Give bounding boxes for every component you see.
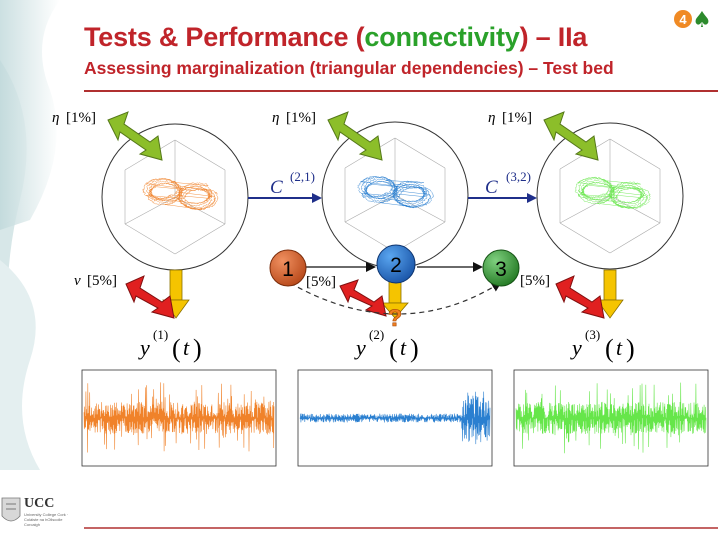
svg-text:[5%]: [5%]: [87, 273, 117, 289]
svg-text:[5%]: [5%]: [520, 273, 550, 289]
attractor-panel-3: [536, 122, 684, 270]
node-2: 2: [376, 244, 416, 284]
node-1: 1: [269, 249, 307, 287]
coupling-index-12: (2,1): [290, 169, 315, 184]
svg-text:[1%]: [1%]: [286, 110, 316, 126]
node-3-label: 3: [495, 258, 507, 281]
obs-noise-3: [5%]: [520, 273, 605, 319]
attractor-panel-1: [101, 123, 249, 271]
background-decoration: [0, 0, 60, 470]
lightning-icon: [555, 275, 605, 319]
svg-text:(1): (1): [153, 327, 168, 342]
timeseries-panel-1: [81, 369, 277, 467]
lightning-icon: [339, 279, 387, 317]
svg-text:y: y: [570, 335, 582, 360]
title-highlight: connectivity: [364, 22, 520, 52]
attractor-panel-2: [321, 121, 469, 269]
page-subtitle: Assessing marginalization (triangular de…: [84, 58, 614, 78]
lightning-icon: [125, 275, 175, 319]
coupling-symbol-12: C: [270, 177, 283, 198]
svg-text:): ): [193, 334, 202, 363]
output-label-3: y (3) ( t ): [570, 327, 635, 363]
ucc-logo-icon: [1, 497, 21, 522]
svg-text:[1%]: [1%]: [502, 110, 532, 126]
attractor-trace-1: [141, 177, 219, 211]
coupling-symbol-32: C: [485, 177, 498, 198]
eta-noise-3: η [1%]: [488, 110, 599, 161]
obs-noise-2: [5%]: [306, 274, 387, 317]
svg-text:): ): [410, 334, 419, 363]
eta-noise-1: η [1%]: [52, 110, 163, 161]
svg-text:(2): (2): [369, 327, 384, 342]
timeseries-trace-3: [515, 382, 707, 454]
svg-text:(3): (3): [585, 327, 600, 342]
svg-text:y: y: [354, 335, 366, 360]
logo-text: UCC: [24, 496, 55, 511]
svg-text:η: η: [272, 110, 279, 126]
lightning-icon: [543, 111, 599, 161]
attractor-trace-2: [357, 176, 435, 209]
node-1-label: 1: [282, 258, 294, 281]
svg-text:[5%]: [5%]: [306, 274, 336, 290]
timeseries-panel-3: [513, 369, 709, 467]
svg-text:): ): [626, 334, 635, 363]
logo-subtext: University College Cork · Coláiste na hO…: [24, 512, 69, 527]
eta-noise-2: η [1%]: [272, 110, 383, 161]
marginal-link: [289, 281, 502, 315]
timeseries-trace-2: [299, 391, 491, 445]
lightning-icon: [107, 111, 163, 161]
nu-noise: ν [5%]: [74, 273, 175, 319]
output-label-2: y (2) ( t ): [354, 327, 419, 363]
measurement-arrow-3: [596, 269, 624, 319]
title-rule: [84, 90, 718, 92]
svg-text:(: (: [389, 334, 398, 363]
question-icon: ?: [388, 305, 403, 332]
svg-text:ν: ν: [74, 273, 81, 289]
timeseries-trace-1: [83, 382, 275, 453]
svg-text:t: t: [183, 335, 190, 360]
page-title: Tests & Performance (connectivity) – IIa: [84, 22, 588, 52]
svg-text:(: (: [172, 334, 181, 363]
timeseries-panel-2: [297, 369, 493, 467]
coupling-index-32: (3,2): [506, 169, 531, 184]
svg-text:t: t: [400, 335, 407, 360]
output-label-1: y (1) ( t ): [138, 327, 202, 363]
attractor-trace-3: [574, 176, 651, 209]
svg-text:[1%]: [1%]: [66, 110, 96, 126]
node-3: 3: [482, 249, 520, 287]
svg-text:t: t: [616, 335, 623, 360]
badge-icon: 4 ♠: [674, 8, 712, 32]
badge-number: 4: [679, 12, 687, 27]
svg-text:η: η: [488, 110, 495, 126]
node-2-label: 2: [390, 254, 402, 277]
svg-text:η: η: [52, 110, 59, 126]
spade-icon: ♠: [692, 8, 712, 32]
svg-text:y: y: [138, 335, 150, 360]
lightning-icon: [327, 111, 383, 161]
svg-text:(: (: [605, 334, 614, 363]
